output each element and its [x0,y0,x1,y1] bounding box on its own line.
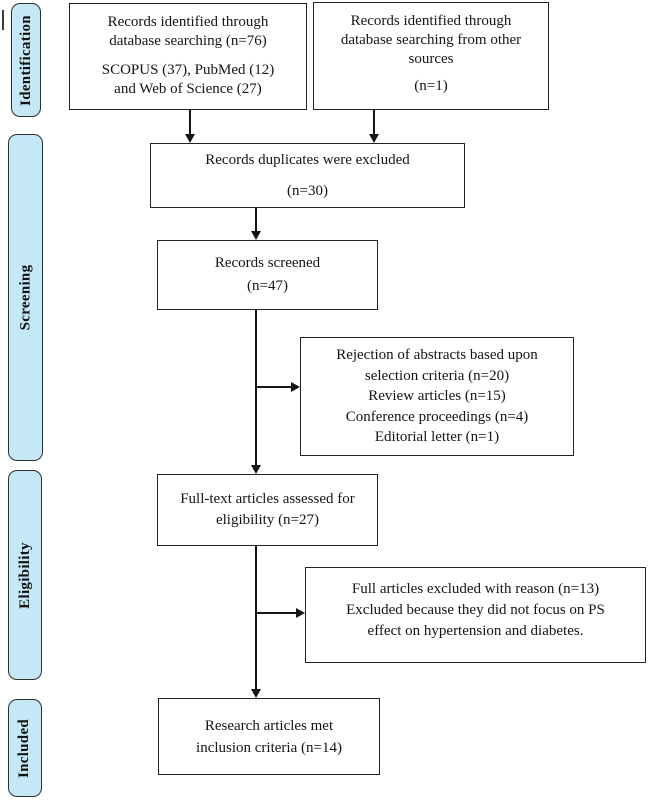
connector-branch-to-rejection [257,386,291,388]
connector-other-to-duplicates [373,110,375,135]
connector-duplicates-to-screened [255,208,257,232]
arrowhead-right-icon [291,382,300,392]
crop-artifact-line [2,10,4,30]
arrowhead-down-icon [251,689,261,698]
box-text-line: Editorial letter (n=1) [374,429,500,446]
box-text-line: effect on hypertension and diabetes. [367,623,584,639]
arrowhead-down-icon [369,134,379,143]
box-fulltext-assessed: Full-text articles assessed for eligibil… [157,474,378,546]
box-text-line: database searching (n=76) [109,33,267,49]
stage-label-identification: Identification [11,3,41,117]
connector-branch-to-excluded [257,612,296,614]
box-text-line: Excluded because they did not focus on P… [346,602,605,618]
box-text-line: SCOPUS (37), PubMed (12) [101,62,275,78]
box-included-articles: Research articles met inclusion criteria… [158,698,380,775]
box-text-line: eligibility (n=27) [215,512,320,528]
box-abstract-rejection: Rejection of abstracts based upon select… [300,337,574,456]
box-records-identified-database: Records identified through database sear… [69,3,307,110]
box-text-line: sources [408,51,454,67]
arrowhead-down-icon [185,134,195,143]
box-text-line: Records screened [214,255,321,271]
box-text-line: Records identified through [107,14,269,30]
stage-label-text: Included [16,718,33,778]
stage-label-text: Screening [17,264,34,331]
box-text-line: Full articles excluded with reason (n=13… [351,581,600,597]
box-text-line: Conference proceedings (n=4) [345,408,529,425]
box-duplicates-excluded: Records duplicates were excluded (n=30) [150,143,465,208]
connector-db-to-duplicates [189,110,191,135]
box-text-line: (n=30) [287,182,328,199]
box-text-line: (n=1) [414,78,448,94]
stage-label-screening: Screening [8,134,43,461]
arrowhead-down-icon [251,231,261,240]
box-text-line: Full-text articles assessed for [180,491,355,507]
arrowhead-right-icon [296,608,305,618]
box-text-line: Records duplicates were excluded [205,151,410,168]
box-records-screened: Records screened (n=47) [157,240,378,310]
box-text-line: database searching from other [340,32,522,48]
box-fulltext-excluded: Full articles excluded with reason (n=13… [305,567,646,663]
box-text-line: Rejection of abstracts based upon [336,347,538,364]
box-text-line: inclusion criteria (n=14) [196,739,342,756]
box-text-line: (n=47) [247,278,288,294]
connector-screened-to-fulltext [255,310,257,466]
arrowhead-down-icon [251,465,261,474]
box-records-identified-other-sources: Records identified through database sear… [313,2,549,110]
box-text-line: Records identified through [350,13,512,29]
box-text-line: Research articles met [204,717,334,734]
stage-label-text: Eligibility [16,541,33,609]
box-text-line: and Web of Science (27) [114,81,262,97]
box-text-line: Review articles (n=15) [368,388,506,405]
connector-fulltext-to-included [255,546,257,690]
box-text-line: selection criteria (n=20) [364,367,510,384]
stage-label-eligibility: Eligibility [8,470,42,680]
stage-label-included: Included [8,699,42,797]
stage-label-text: Identification [17,14,34,106]
